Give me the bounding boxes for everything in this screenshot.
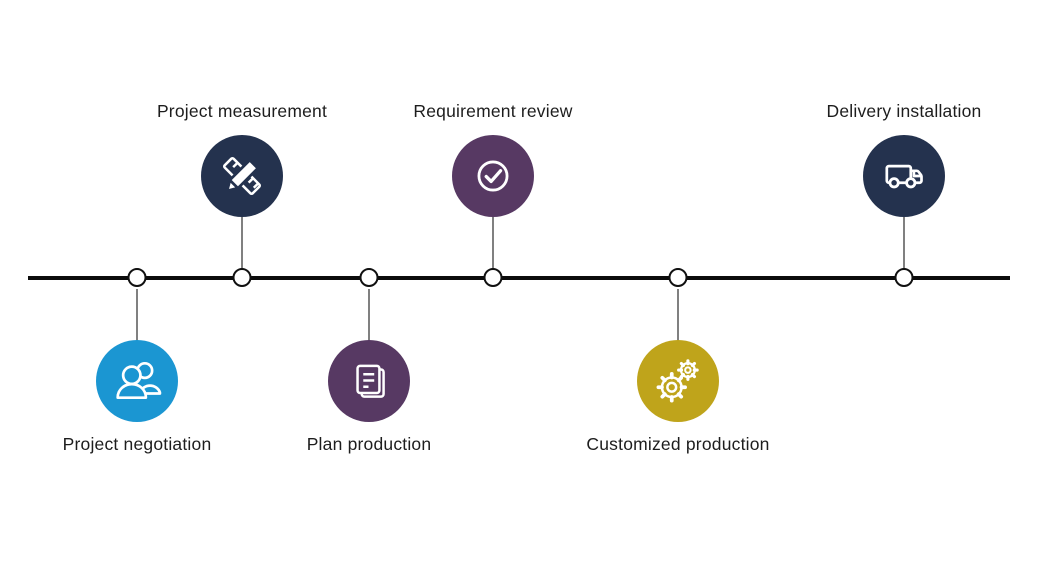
timeline-node [668, 268, 688, 287]
step-label: Project negotiation [62, 434, 212, 454]
document-icon [328, 340, 410, 422]
timeline-node [232, 268, 252, 287]
connector-line [241, 217, 243, 269]
step-label: Project measurement [156, 101, 328, 121]
step-delivery-installation: Delivery installation [794, 0, 1014, 561]
step-label: Delivery installation [826, 101, 982, 121]
connector-line [136, 289, 138, 341]
timeline-node [359, 268, 379, 287]
step-label: Requirement review [413, 101, 573, 121]
connector-line [903, 217, 905, 269]
gears-icon [637, 340, 719, 422]
connector-line [368, 289, 370, 341]
step-requirement-review: Requirement review [383, 0, 603, 561]
ruler-pencil-icon [201, 135, 283, 217]
timeline-node [894, 268, 914, 287]
step-plan-production: Plan production [259, 0, 479, 561]
step-project-measurement: Project measurement [132, 0, 352, 561]
truck-icon [863, 135, 945, 217]
step-label: Plan production [306, 434, 432, 454]
step-label: Customized production [586, 434, 770, 454]
timeline-node [483, 268, 503, 287]
check-circle-icon [452, 135, 534, 217]
connector-line [677, 289, 679, 341]
timeline-node [127, 268, 147, 287]
timeline-axis [28, 276, 1010, 280]
step-project-negotiation: Project negotiation [27, 0, 247, 561]
people-icon [96, 340, 178, 422]
connector-line [492, 217, 494, 269]
step-customized-production: Customized production [568, 0, 788, 561]
